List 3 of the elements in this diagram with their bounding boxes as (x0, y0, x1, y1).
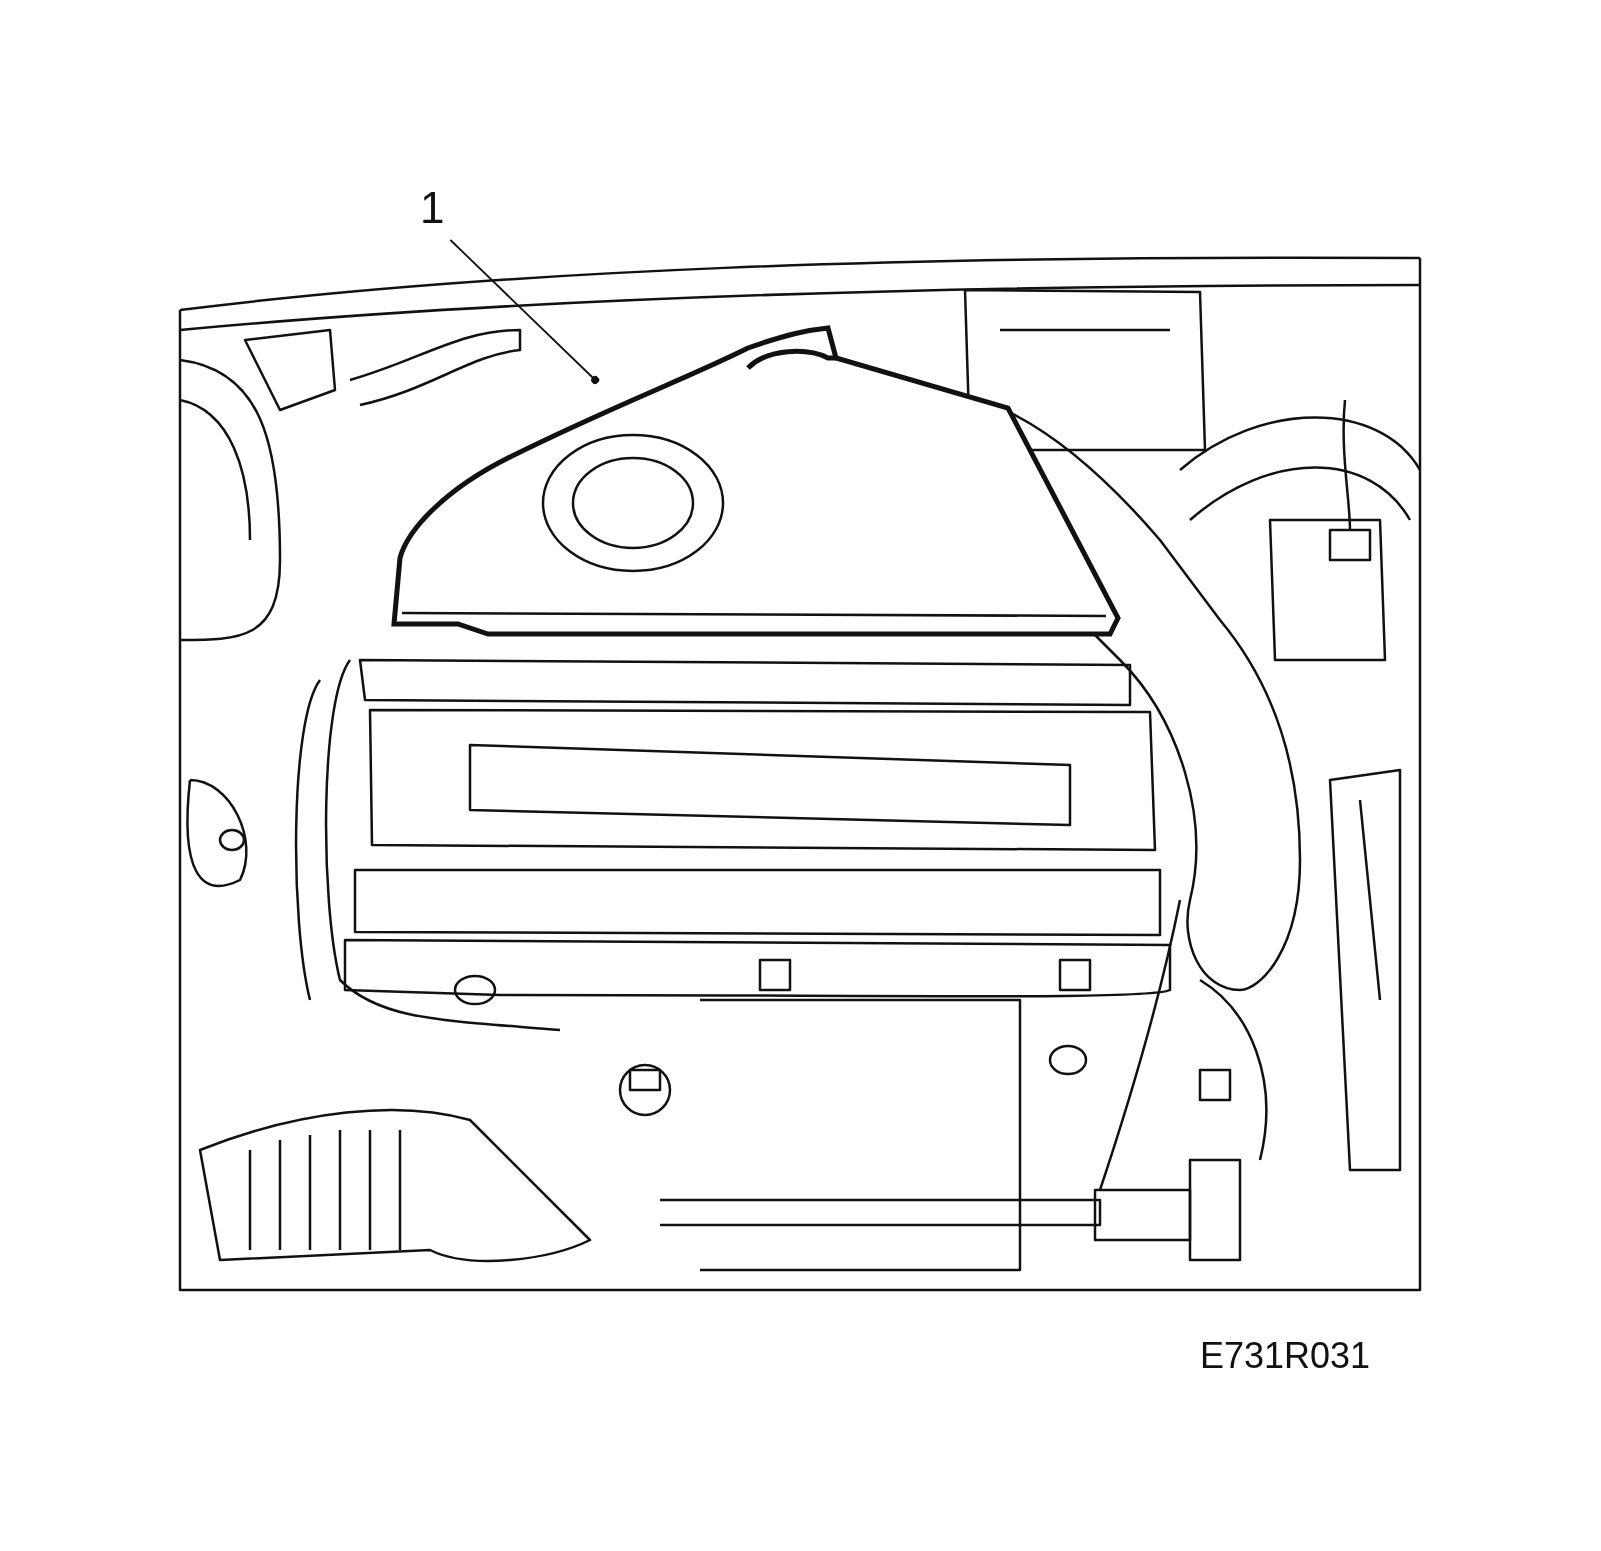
callout-number: 1 (420, 186, 458, 234)
leader-line (449, 239, 600, 384)
figure-code: E731R031 (1200, 1335, 1371, 1377)
